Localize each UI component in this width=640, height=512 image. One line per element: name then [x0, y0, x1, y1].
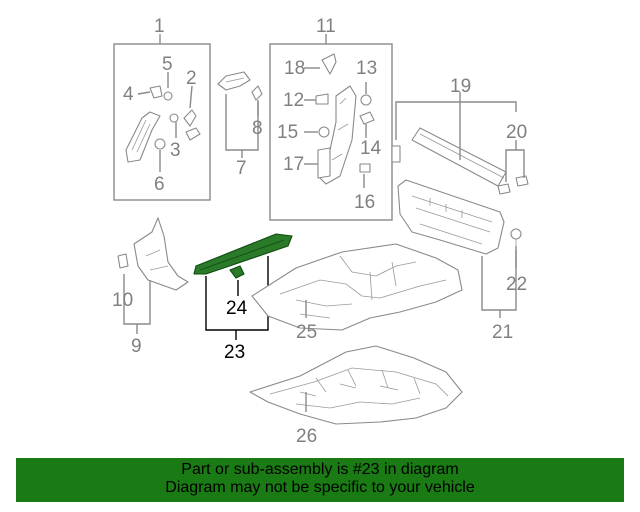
part-20-clips: [497, 175, 529, 195]
callout-17[interactable]: 17: [283, 154, 304, 175]
callout-13[interactable]: 13: [356, 58, 377, 79]
callout-19[interactable]: 19: [450, 76, 471, 97]
callout-4[interactable]: 4: [123, 84, 134, 105]
part-24-retainer: [229, 265, 245, 279]
callout-21[interactable]: 21: [492, 322, 513, 343]
footer-banner: Part or sub-assembly is #23 in diagram D…: [16, 458, 624, 502]
callout-2[interactable]: 2: [186, 68, 197, 89]
part-22-fastener: [510, 228, 522, 246]
part-16-retainer: [359, 163, 371, 173]
part-3-screw: [169, 113, 179, 123]
parts-diagram: 1 5 4 2 3 6 7 8 11 18: [112, 16, 529, 447]
callout-10[interactable]: 10: [112, 290, 133, 311]
part-11-pillar-trim: [317, 53, 357, 185]
callout-3[interactable]: 3: [170, 140, 181, 161]
callout-1[interactable]: 1: [154, 16, 165, 37]
callout-15[interactable]: 15: [277, 122, 298, 143]
part-21-rear-trim: [397, 179, 505, 255]
callout-11[interactable]: 11: [316, 16, 336, 37]
callout-8[interactable]: 8: [252, 118, 263, 139]
callout-16[interactable]: 16: [354, 192, 375, 213]
callout-25[interactable]: 25: [296, 322, 317, 343]
part-15-fastener: [318, 126, 330, 138]
part-10-clip: [117, 253, 129, 269]
part-25-floor-carpet: [251, 243, 463, 331]
part-7-handle: [217, 71, 251, 91]
footer-line-1: Part or sub-assembly is #23 in diagram: [181, 461, 459, 478]
callout-22[interactable]: 22: [506, 274, 527, 295]
callout-12[interactable]: 12: [283, 90, 304, 111]
part-2-clip: [183, 109, 201, 141]
callout-5[interactable]: 5: [162, 54, 173, 75]
callout-20[interactable]: 20: [506, 122, 527, 143]
part-26-floor-pan: [249, 345, 463, 425]
group-box-11: [269, 43, 393, 221]
callout-14[interactable]: 14: [360, 138, 382, 159]
part-13-screw: [360, 94, 372, 106]
callout-26[interactable]: 26: [296, 426, 317, 447]
part-4-5-fastener: [149, 85, 173, 101]
callout-7[interactable]: 7: [236, 158, 247, 179]
footer-line-2: Diagram may not be specific to your vehi…: [165, 479, 475, 496]
callout-9[interactable]: 9: [131, 336, 142, 357]
part-23-sill-plate: [193, 233, 293, 275]
part-8-clip: [251, 85, 263, 101]
part-12-clip: [315, 93, 329, 105]
callout-6[interactable]: 6: [154, 174, 165, 195]
part-9-side-trim: [133, 217, 189, 291]
callout-18[interactable]: 18: [284, 58, 305, 79]
group-box-1: [113, 43, 211, 201]
part-1-pillar-trim: [125, 111, 161, 163]
callout-23[interactable]: 23: [224, 342, 245, 363]
part-19-shelf-panel: [391, 127, 507, 187]
part-14-clip: [359, 111, 375, 125]
part-6-button: [154, 138, 166, 150]
callout-24[interactable]: 24: [226, 298, 248, 319]
